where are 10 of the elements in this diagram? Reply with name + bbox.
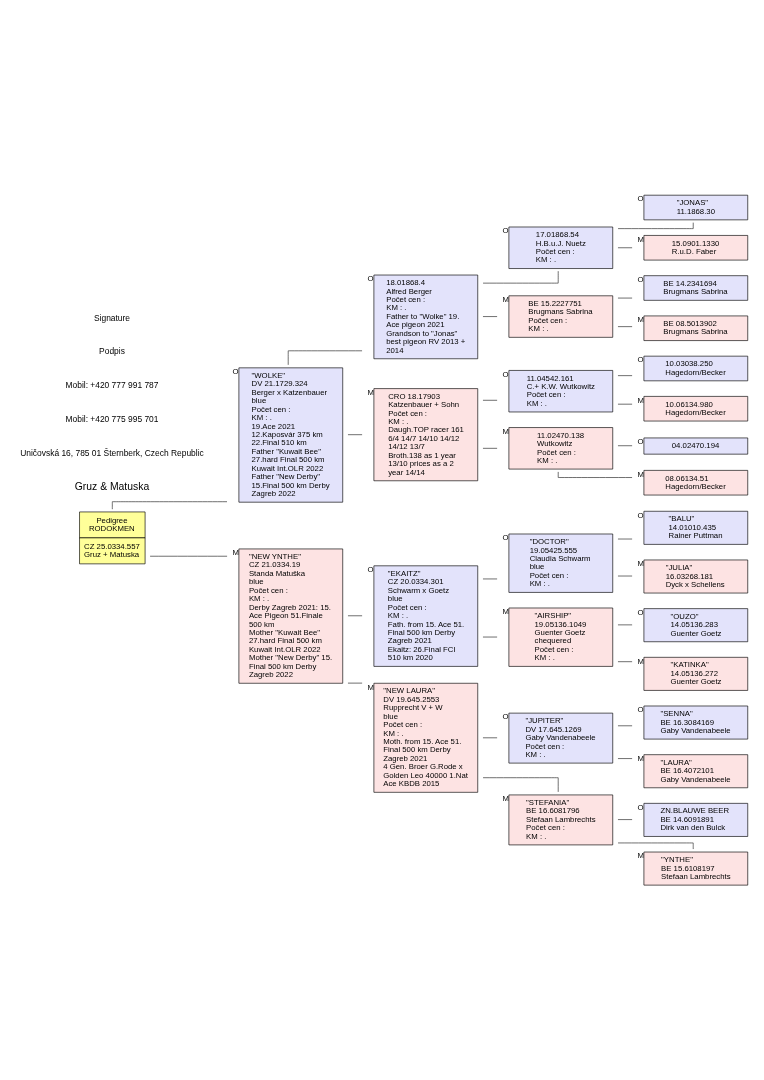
label: Signature bbox=[93, 312, 131, 323]
connector bbox=[482, 316, 498, 317]
label: Uničovská 16, 785 01 Šternberk, Czech Republic bbox=[20, 447, 204, 458]
label: Gruz & Matuska bbox=[74, 480, 150, 492]
connector bbox=[557, 471, 633, 478]
label: Mobil: +420 777 991 787 bbox=[65, 380, 159, 391]
connector bbox=[617, 758, 633, 759]
label: Podpis bbox=[99, 346, 125, 357]
label: Mobil: +420 775 995 701 bbox=[65, 413, 159, 424]
connector bbox=[617, 819, 633, 820]
